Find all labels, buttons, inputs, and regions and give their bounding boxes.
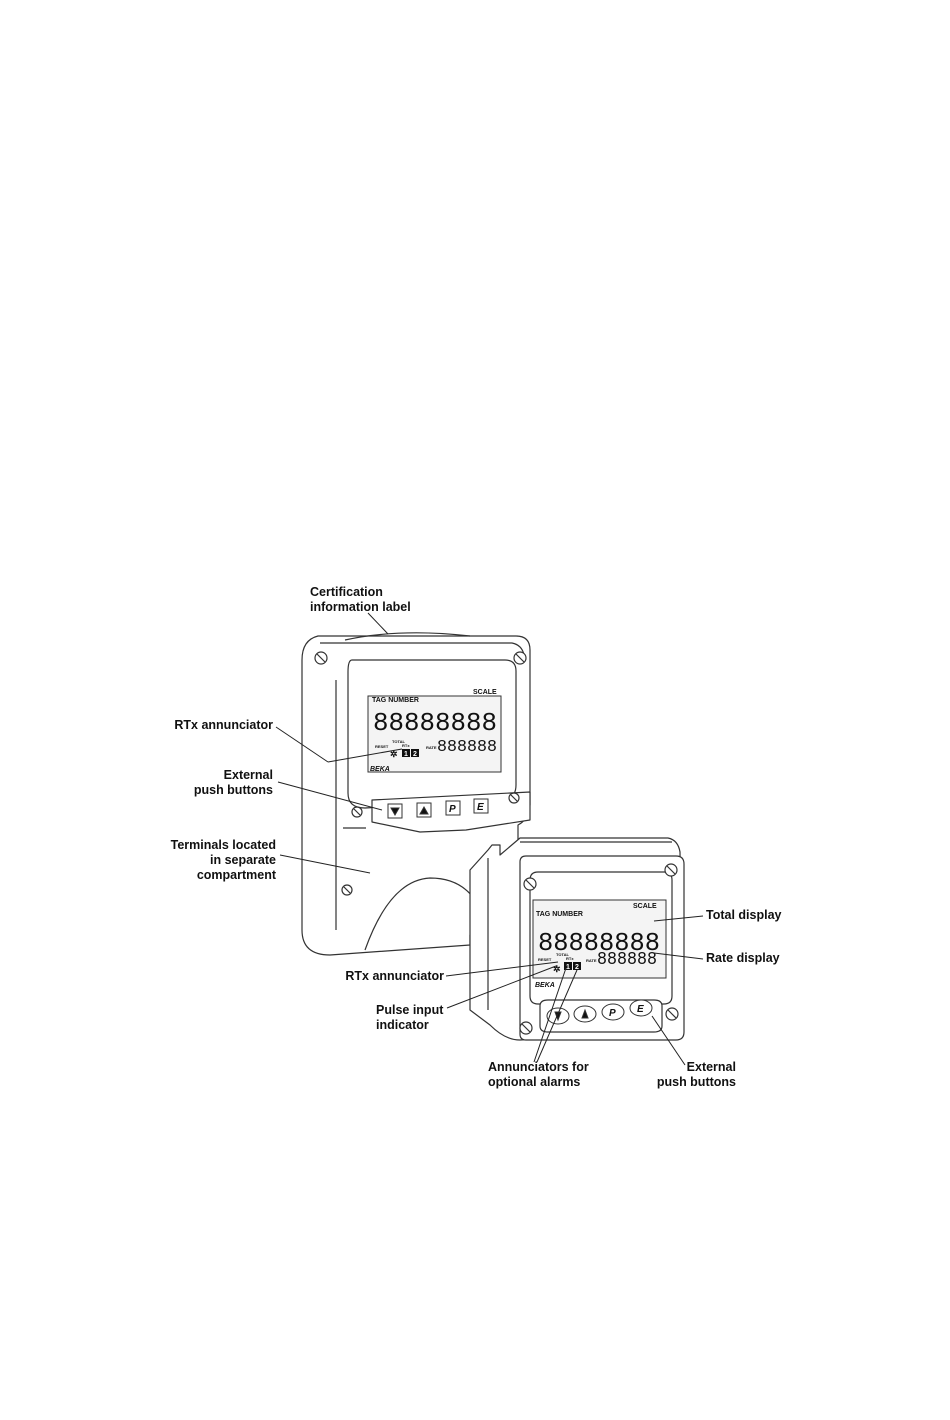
small-alarm1-box xyxy=(564,962,572,970)
small-e-button[interactable]: E xyxy=(629,999,653,1017)
small-rtx-label: RTx xyxy=(566,956,574,961)
leader-alarm1 xyxy=(533,967,567,1063)
callout-line: push buttons xyxy=(193,783,273,797)
small-p-label: P xyxy=(609,1008,616,1019)
small-pulse-icon: ✲ xyxy=(553,964,561,974)
small-rate-digits: 888888 xyxy=(597,950,657,970)
leader-total-display xyxy=(653,915,704,922)
large-alarm2: 2 xyxy=(413,751,417,758)
callout-line: indicator xyxy=(376,1018,429,1032)
callout-line: in separate xyxy=(209,853,276,867)
leader-lines xyxy=(275,612,704,1066)
large-e-label: E xyxy=(477,802,484,813)
callout-rtx-annunciator-lower: RTx annunciator xyxy=(320,969,444,984)
callout-line: optional alarms xyxy=(488,1075,581,1089)
large-buttons: P E xyxy=(387,798,489,819)
small-alarm1: 1 xyxy=(566,964,570,971)
large-alarm1: 1 xyxy=(404,751,408,758)
large-scale-label: SCALE xyxy=(473,689,497,696)
up-arrow-icon xyxy=(581,1008,589,1019)
small-buttons: P E xyxy=(546,999,653,1025)
small-display: TAG NUMBER SCALE 88888888 RESET TOTAL RT… xyxy=(532,899,667,989)
large-p-label: P xyxy=(449,804,456,815)
callout-line: Rate display xyxy=(706,951,780,965)
callout-line: RTx annunciator xyxy=(174,718,273,732)
leader-pulse-input xyxy=(446,965,557,1009)
certification-label-strip xyxy=(344,632,471,641)
large-brand-logo: BEKA xyxy=(370,766,390,773)
large-alarm1-box xyxy=(402,749,410,757)
callout-line: External xyxy=(686,1060,736,1074)
leader-rtx-upper xyxy=(275,726,329,763)
down-arrow-icon xyxy=(390,807,400,817)
leader-rtx-upper-2 xyxy=(327,748,403,763)
large-up-button[interactable] xyxy=(416,802,432,818)
callout-line: Annunciators for xyxy=(488,1060,589,1074)
large-alarm2-box xyxy=(411,749,419,757)
large-e-button[interactable]: E xyxy=(473,798,489,814)
small-down-button[interactable] xyxy=(546,1007,570,1025)
leader-rate-display xyxy=(653,952,704,960)
leader-buttons-lower xyxy=(651,1015,686,1066)
leader-alarm2 xyxy=(536,969,578,1063)
small-scale-label: SCALE xyxy=(633,903,657,910)
small-reset-label: RESET xyxy=(538,957,552,962)
leader-rtx-lower xyxy=(445,961,559,977)
large-rate-digits: 888888 xyxy=(437,738,497,757)
callout-annunciators-alarms: Annunciators for optional alarms xyxy=(488,1060,589,1090)
large-reset-label: RESET xyxy=(375,744,389,749)
callout-line: External xyxy=(223,768,273,782)
callout-certification-label: Certification information label xyxy=(310,585,411,615)
callout-line: RTx annunciator xyxy=(345,969,444,983)
callout-line: push buttons xyxy=(656,1075,736,1089)
callout-line: information label xyxy=(310,600,411,614)
large-down-button[interactable] xyxy=(387,803,403,819)
small-e-label: E xyxy=(637,1004,644,1015)
callout-line: Pulse input xyxy=(376,1003,444,1017)
small-up-button[interactable] xyxy=(573,1005,597,1023)
callout-line: Certification xyxy=(310,585,383,599)
large-rtx-label: RTx xyxy=(402,743,410,748)
callout-external-push-buttons-lower: External push buttons xyxy=(620,1060,736,1090)
callout-total-display: Total display xyxy=(706,908,781,923)
small-brand-logo: BEKA xyxy=(535,982,555,989)
large-lcd xyxy=(367,695,502,773)
small-tag-number: TAG NUMBER xyxy=(536,911,583,918)
small-top-ridge xyxy=(487,841,672,1010)
large-pulse-icon: ✲ xyxy=(390,749,398,759)
callout-rtx-annunciator-upper: RTx annunciator xyxy=(150,718,273,733)
callout-external-push-buttons-upper: External push buttons xyxy=(150,768,273,798)
small-lcd xyxy=(532,899,667,979)
large-total-digits: 88888888 xyxy=(373,708,497,738)
small-alarm2: 2 xyxy=(575,964,579,971)
large-tag-number: TAG NUMBER xyxy=(372,697,419,704)
callout-pulse-input-indicator: Pulse input indicator xyxy=(376,1003,443,1033)
large-total-label: TOTAL xyxy=(392,739,406,744)
small-rate-label: RATE xyxy=(586,958,597,963)
small-p-button[interactable]: P xyxy=(601,1003,625,1021)
callout-terminals: Terminals located in separate compartmen… xyxy=(140,838,276,883)
large-p-button[interactable]: P xyxy=(445,800,461,816)
small-alarm2-box xyxy=(573,962,581,970)
leader-terminals xyxy=(279,854,371,874)
large-display: TAG NUMBER SCALE 88888888 RESET TOTAL RT… xyxy=(367,689,502,773)
leader-certification xyxy=(367,612,389,635)
large-screws xyxy=(314,651,527,896)
callout-line: Terminals located xyxy=(170,838,276,852)
small-total-label: TOTAL xyxy=(556,952,570,957)
callout-line: Total display xyxy=(706,908,782,922)
small-screws xyxy=(519,863,679,1035)
large-rate-label: RATE xyxy=(426,745,437,750)
callout-line: compartment xyxy=(196,868,276,882)
small-total-digits: 88888888 xyxy=(538,928,660,958)
leader-buttons-upper xyxy=(277,781,383,811)
callout-rate-display: Rate display xyxy=(706,951,780,966)
up-arrow-icon xyxy=(419,805,429,815)
terminal-compartment-curve xyxy=(364,877,476,951)
